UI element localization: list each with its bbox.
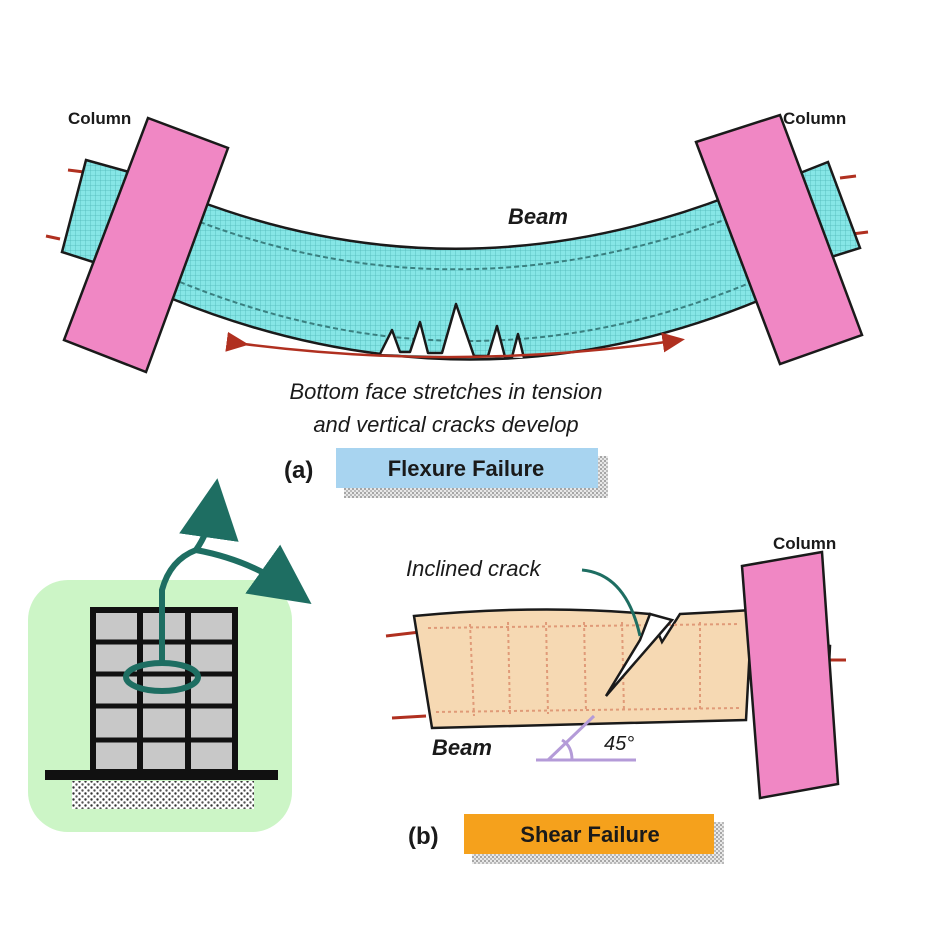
beam-label: Beam [508,204,568,229]
shear-title: Shear Failure [520,822,659,847]
inclined-crack [604,612,675,697]
flexure-title: Flexure Failure [388,456,545,481]
shear-panel: Column Inclined crack Beam 45° (b) Shear… [385,534,846,864]
beam-shear [412,608,754,730]
flexure-title-box [336,448,598,488]
branch-arrow-icon [159,478,312,666]
beam-b-label: Beam [432,735,492,760]
angle-indicator [536,714,636,762]
column-b [740,550,840,800]
flexure-panel: Column Column Beam Bottom face stretches… [45,109,869,498]
crack-label: Inclined crack [406,556,542,581]
ground-slab [45,770,278,780]
building-icon [28,478,312,832]
column-left [62,116,230,374]
column-right [694,113,864,366]
shear-title-box [464,814,714,854]
beam-rebar-top [199,214,739,271]
caption-line-1: Bottom face stretches in tension [289,379,602,404]
beam-b-stirrups [427,621,741,717]
ground-soil [72,781,254,809]
angle-label: 45° [604,733,634,755]
column-b-label: Column [773,534,836,553]
shear-tag: (b) [408,823,439,850]
column-left-label: Column [68,109,131,128]
caption-line-2: and vertical cracks develop [313,412,578,437]
column-right-label: Column [783,109,846,128]
flexure-tag: (a) [284,457,313,484]
tension-arrow [225,331,685,359]
crack-leader [581,568,642,637]
